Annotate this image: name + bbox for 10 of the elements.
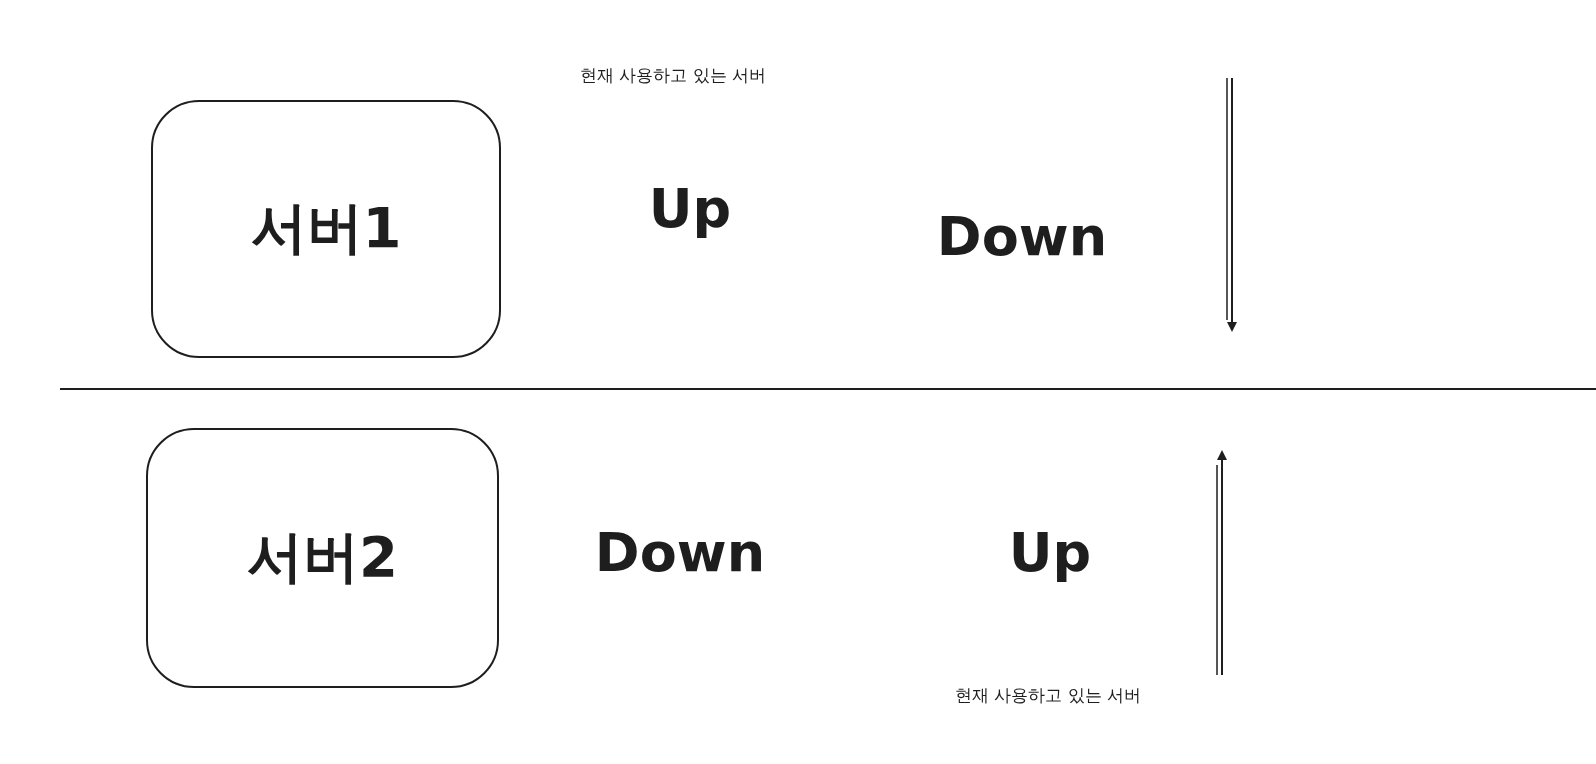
state-label: Up [1008, 520, 1092, 584]
state-label: Up [648, 176, 732, 240]
server-name: 서버2 [247, 523, 398, 591]
server-box [146, 428, 499, 688]
status-note: 현재 사용하고 있는 서버 [954, 683, 1142, 707]
server-name: 서버1 [250, 194, 402, 262]
server-box [151, 100, 501, 358]
status-note: 현재 사용하고 있는 서버 [579, 63, 767, 87]
state-label: Down [936, 204, 1108, 268]
state-label: Down [594, 520, 766, 584]
